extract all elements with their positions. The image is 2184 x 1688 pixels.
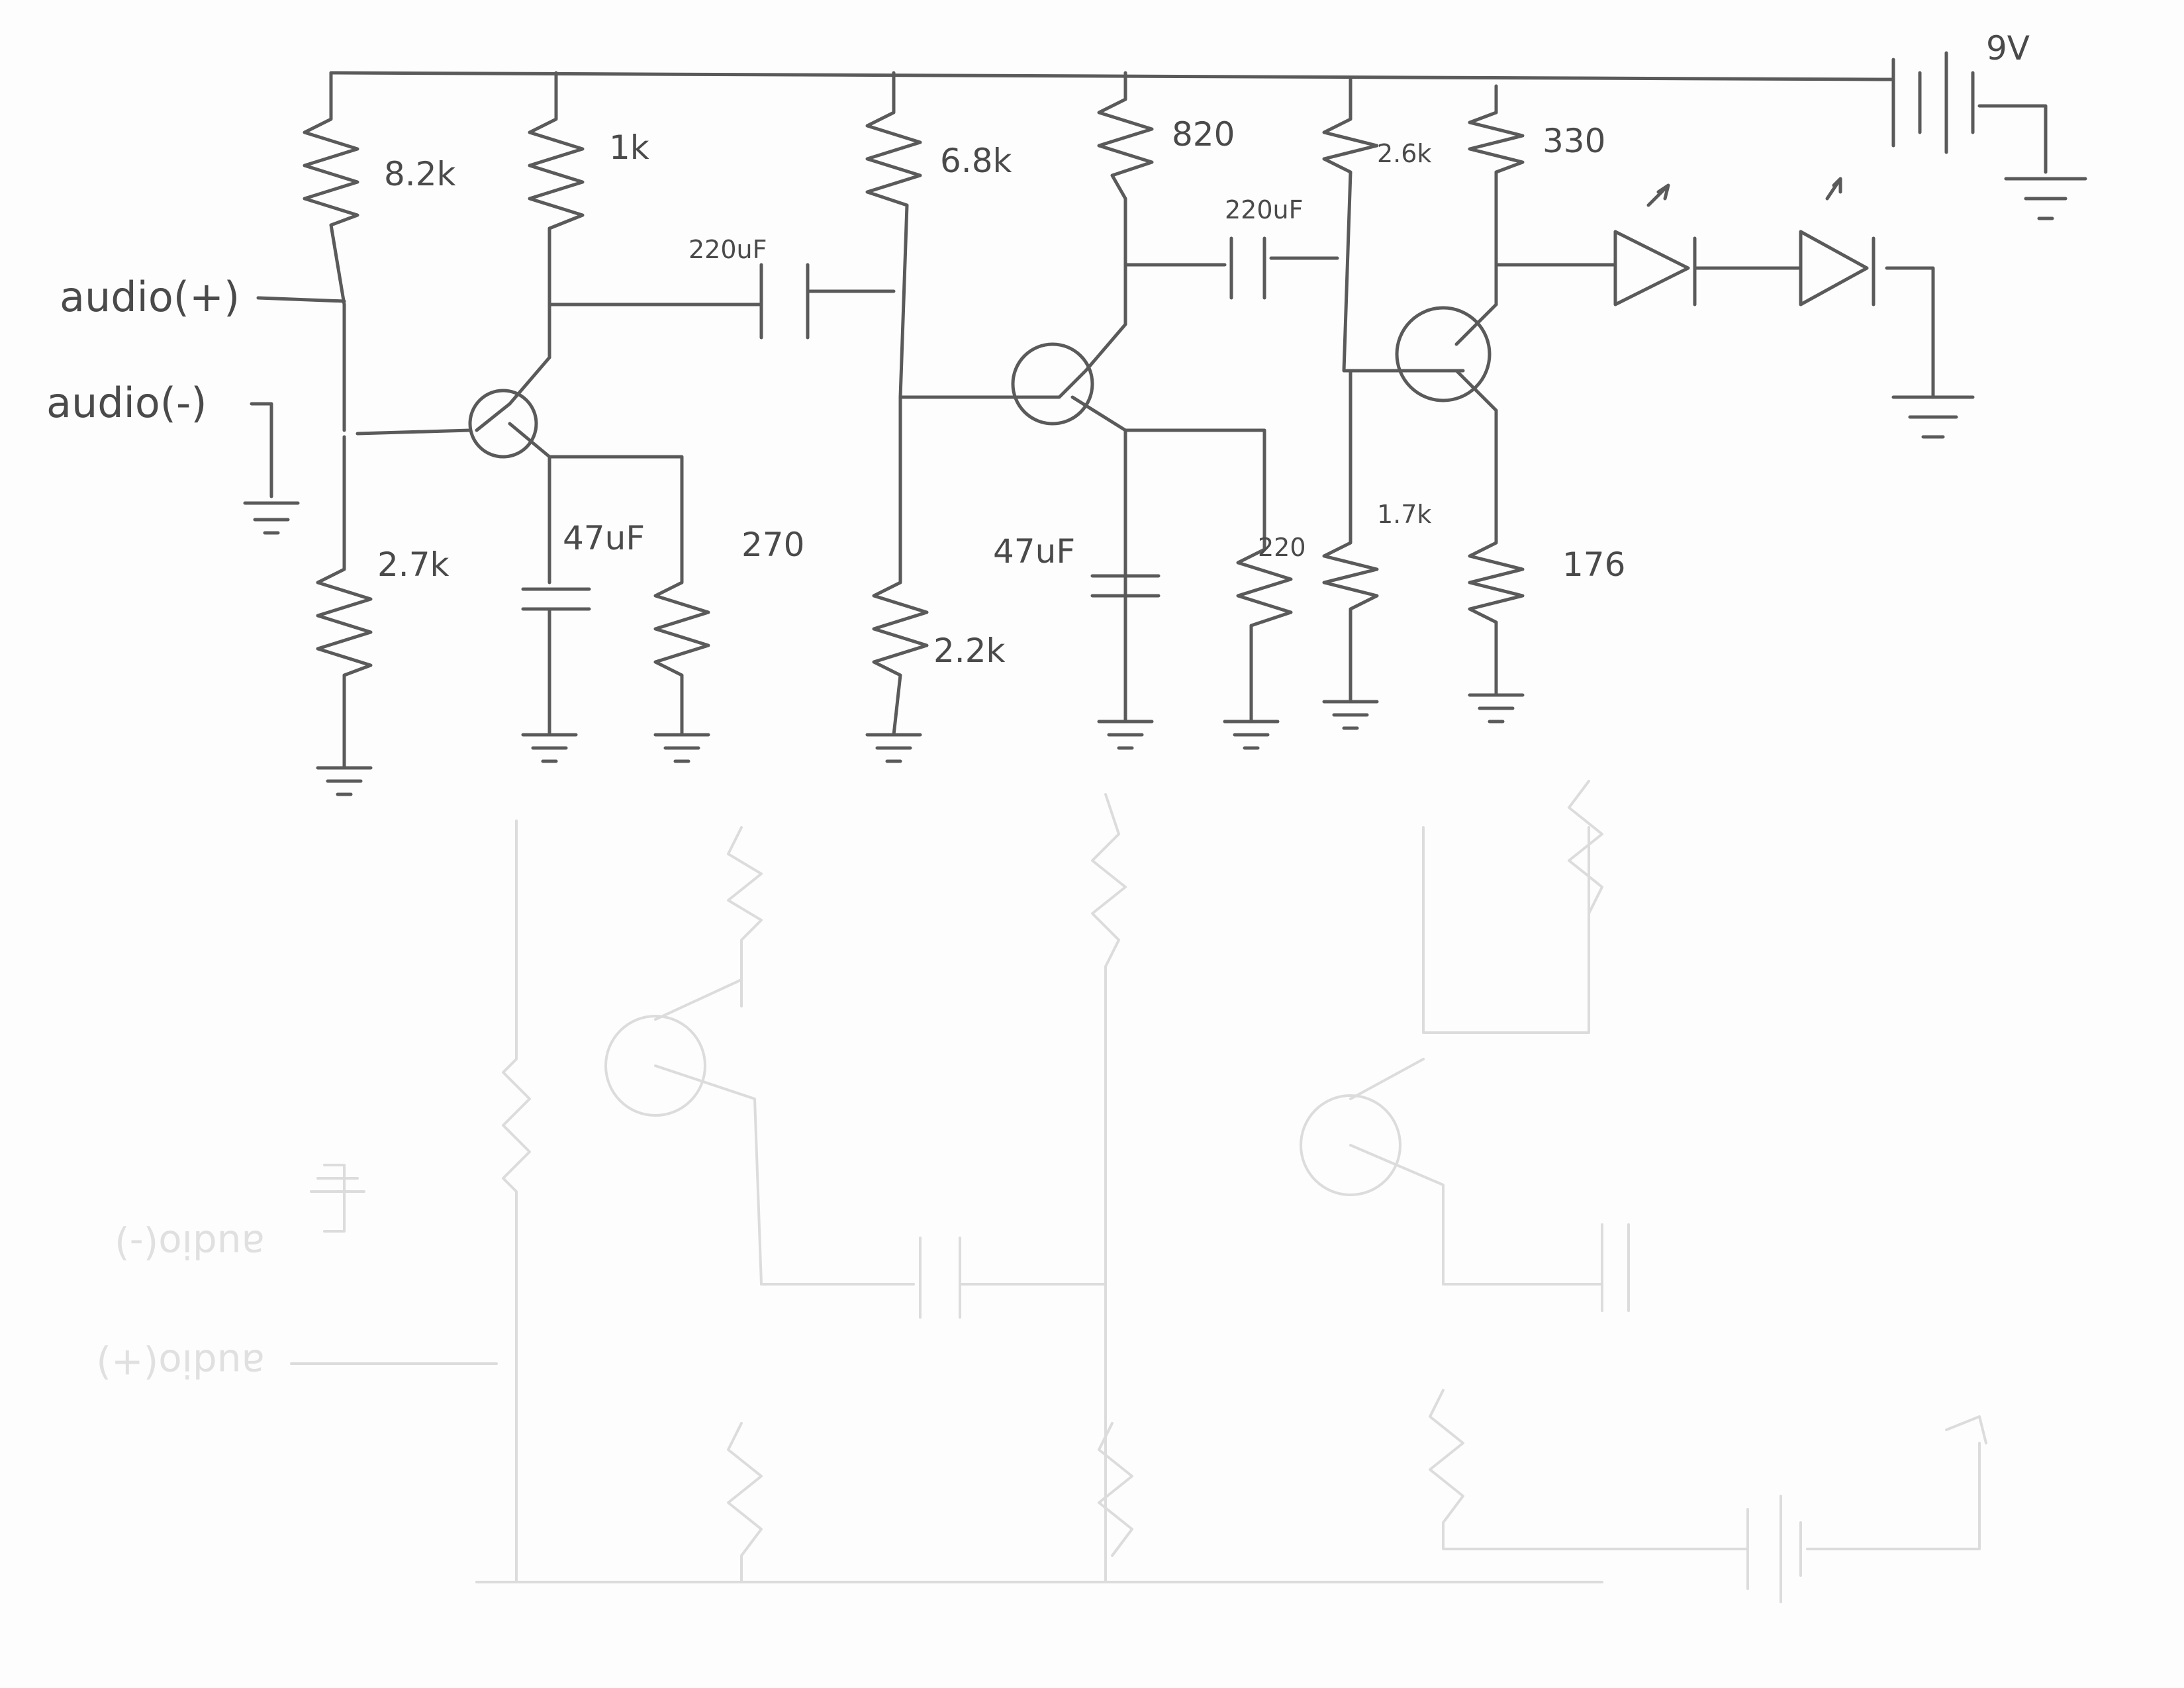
- ground-5: [1097, 720, 1154, 750]
- resistor-6-8k: [865, 71, 922, 399]
- led-light-arrows: [1646, 177, 1842, 207]
- transistor-q3: [1395, 306, 1492, 402]
- input-wire: [256, 296, 346, 303]
- resistor-2-6k: [1322, 77, 1465, 373]
- audio-minus-label: audio(-): [46, 379, 207, 427]
- r3-label: 6.8k: [940, 142, 1012, 180]
- r10-label: 220: [1258, 533, 1306, 562]
- coupling-wire-1: [547, 263, 896, 340]
- ground-1: [316, 766, 373, 796]
- audio-plus-label: audio(+): [60, 273, 240, 321]
- c1-label: 220uF: [688, 235, 767, 264]
- ground-7: [1322, 700, 1379, 730]
- capacitor-47uf-2: [1090, 428, 1266, 724]
- ghost-audio-minus-label: audio(-): [115, 1222, 265, 1267]
- ground-8: [1468, 693, 1525, 724]
- r11-label: 1.7k: [1377, 500, 1431, 529]
- resistor-1k: [528, 71, 585, 359]
- r9-label: 2.2k: [933, 632, 1006, 670]
- r2-label: 1k: [609, 128, 649, 167]
- r6-label: 330: [1543, 122, 1605, 160]
- stage-1: [243, 71, 896, 796]
- r12-label: 176: [1562, 545, 1625, 584]
- resistor-1-7k: [1322, 369, 1379, 704]
- stage-3: [1322, 51, 2087, 730]
- transistor-q2: [1011, 342, 1094, 426]
- r1-label: 8.2k: [384, 155, 456, 193]
- resistor-2-7k: [316, 435, 373, 770]
- ground-4: [865, 733, 922, 763]
- ground-10: [2004, 177, 2087, 220]
- ground-2: [521, 733, 578, 763]
- input-minus-ground: [243, 402, 300, 535]
- component-labels: audio(+) audio(-) 9V 8.2k 1k 6.8k 820 2.…: [46, 29, 2030, 670]
- transistor-q1: [468, 389, 538, 459]
- bleed-through-ghost: audio(-) audio(+): [96, 780, 1987, 1603]
- r5-label: 2.6k: [1377, 139, 1431, 168]
- ground-3: [653, 733, 710, 763]
- ground-6: [1223, 720, 1280, 750]
- base-wire: [356, 428, 472, 436]
- r4-label: 820: [1172, 115, 1235, 154]
- resistor-176: [1468, 514, 1525, 697]
- stage-2: [865, 71, 1339, 763]
- led-chain: [1494, 230, 1935, 399]
- c4-label: 47uF: [993, 532, 1075, 571]
- voltage-label: 9V: [1986, 29, 2030, 68]
- c3-label: 47uF: [563, 519, 645, 557]
- capacitor-47uf-1: [521, 455, 591, 737]
- r7-label: 2.7k: [377, 545, 450, 584]
- resistor-2-2k: [872, 395, 929, 737]
- battery-9v: [1878, 51, 2048, 174]
- resistor-270: [653, 481, 710, 737]
- r8-label: 270: [741, 526, 804, 564]
- resistor-8-2k: [303, 71, 359, 432]
- coupling-wire-2: [1123, 236, 1339, 300]
- resistor-330: [1468, 84, 1525, 306]
- c2-label: 220uF: [1225, 195, 1303, 224]
- resistor-220: [1236, 514, 1293, 724]
- ghost-audio-plus-label: audio(+): [96, 1341, 265, 1386]
- resistor-820: [1097, 71, 1154, 267]
- supply-rail: [329, 71, 1882, 81]
- ground-9: [1891, 395, 1975, 439]
